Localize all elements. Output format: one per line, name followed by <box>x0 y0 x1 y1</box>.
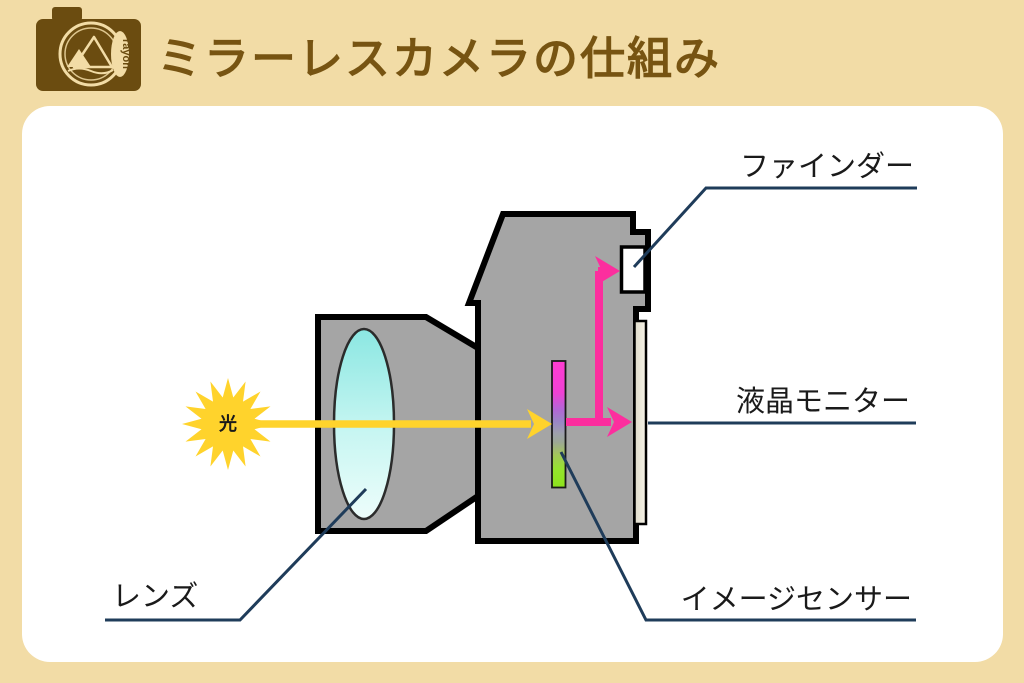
light-burst-icon <box>182 378 274 470</box>
page-title: ミラーレスカメラの仕組み <box>157 33 722 84</box>
lcd-monitor <box>633 319 648 526</box>
logo-brand-text: rayon <box>120 39 132 69</box>
lens-callout-line <box>105 487 368 622</box>
viewfinder <box>619 245 647 294</box>
image-sensor <box>551 360 567 489</box>
header: rayon ミラーレスカメラの仕組み <box>0 0 1024 106</box>
image-sensor-label: イメージセンサー <box>681 584 912 616</box>
lcd-arrowhead <box>607 407 632 437</box>
viewfinder-callout-line <box>632 186 917 269</box>
light-ray-arrowhead <box>527 409 552 439</box>
light-label: 光 <box>218 413 237 434</box>
camera-logo-icon: rayon <box>36 7 141 91</box>
diagram-panel: 光 ファインダー 液晶モニター レンズ イメージセンサー <box>22 106 1003 662</box>
signal-to-viewfinder <box>595 267 603 426</box>
viewfinder-arrowhead <box>595 256 620 286</box>
sensor-callout-line <box>559 451 916 622</box>
lcd-monitor-label: 液晶モニター <box>736 385 910 418</box>
lens-label: レンズ <box>112 580 198 613</box>
mirrorless-camera-diagram: 光 ファインダー 液晶モニター レンズ イメージセンサー <box>105 150 917 622</box>
viewfinder-label: ファインダー <box>740 150 914 183</box>
